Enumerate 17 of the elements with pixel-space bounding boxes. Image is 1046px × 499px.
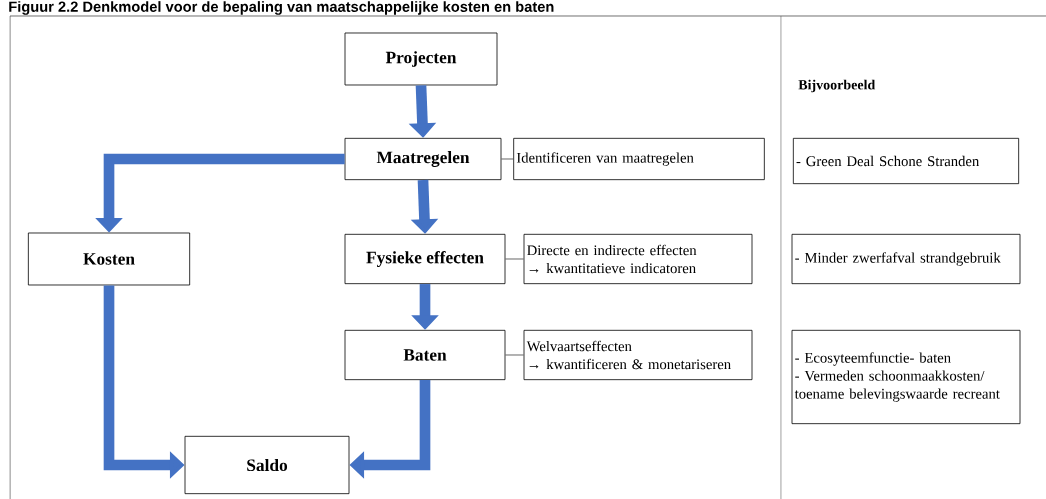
process-box: Baten (344, 329, 506, 381)
process-box: Saldo (184, 435, 350, 495)
connector-line (501, 158, 514, 160)
figure-title: Figuur 2.2 Denkmodel voor de bepaling van maatschappelijke kosten en baten (9, 1, 554, 15)
process-box: Kosten (27, 232, 191, 286)
text-box: Welvaartseffecten → kwantificeren & monetariseren (523, 329, 753, 381)
connector-line (505, 258, 524, 260)
process-box: Maatregelen (344, 137, 502, 181)
connector-line (505, 354, 524, 356)
text-box: Identificeren van maatregelen (513, 137, 765, 181)
process-box: Fysieke effecten (344, 233, 506, 285)
text-box: Directe en indirecte effecten → kwantitatieve indicatoren (523, 233, 753, 285)
text-box: - Ecosyteemfunctie- baten - Vermeden schoonmaakkosten/ toename belevingswaarde recreant (791, 329, 1021, 425)
column-heading: Bijvoorbeeld (798, 79, 876, 93)
text-box: - Green Deal Schone Stranden (792, 137, 1020, 185)
text-box: - Minder zwerfafval strandgebruik (791, 233, 1021, 285)
process-box: Projecten (344, 32, 498, 86)
